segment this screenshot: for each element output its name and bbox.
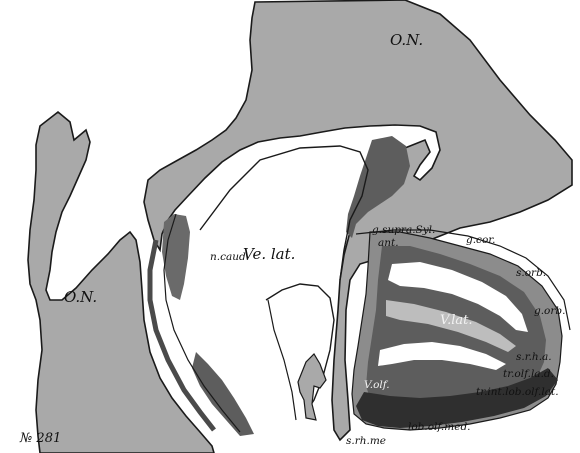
label-ve-lat: Ve. lat.: [243, 247, 295, 262]
label-v-olf: V.olf.: [364, 380, 390, 391]
figure-number: № 281: [20, 432, 61, 445]
label-g-cor: g.cor.: [466, 235, 495, 246]
label-v-lat: V.lat.: [440, 314, 473, 327]
label-tr-int-lob-olf-lat: tr.int.lob.olf.lat.: [476, 387, 559, 398]
label-s-orb: s.orb.: [516, 268, 546, 279]
label-g-orb: g.orb.: [534, 306, 565, 317]
ventricle-inner-outline-2: [268, 300, 296, 420]
small-tongue-shape: [298, 354, 326, 420]
label-lob-olf-med: lob.olf.med.: [408, 422, 471, 433]
label-g-supra-syl: g.supra.Syl.: [372, 225, 435, 236]
label-on-left: O.N.: [64, 290, 97, 305]
label-tr-olf-la-d: tr.olf.la.d.: [503, 369, 554, 380]
label-ant: ant.: [378, 238, 399, 249]
label-on-top: O.N.: [390, 33, 423, 48]
label-s-rh-a: s.r.h.a.: [516, 352, 552, 363]
label-s-rh-me: s.rh.me: [346, 436, 386, 447]
label-n-caud: n.caud.: [210, 252, 249, 263]
lower-left-dark-band: [192, 352, 254, 436]
